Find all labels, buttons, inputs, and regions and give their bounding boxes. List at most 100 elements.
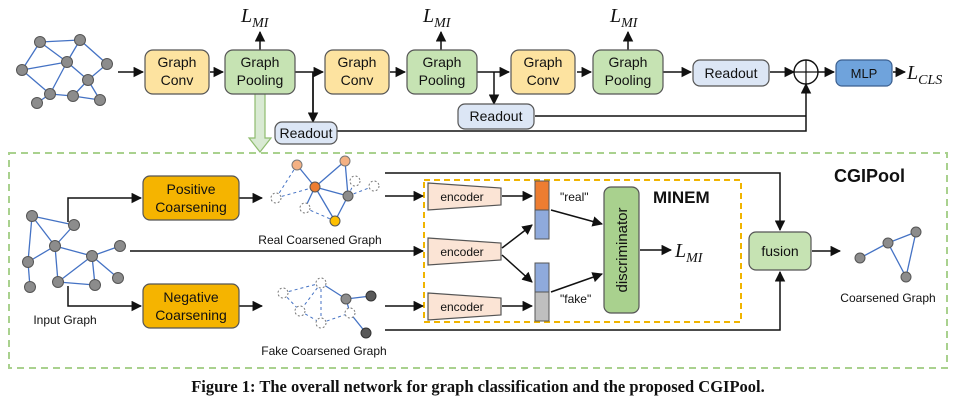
graph-edge [314, 160, 346, 188]
graph-node [112, 272, 124, 284]
graph-node [94, 94, 106, 106]
negative-coarsening: Negative Coarsening [142, 283, 240, 329]
fake-graph-label: Fake Coarsened Graph [261, 344, 386, 358]
positive-l1: Positive [166, 181, 215, 197]
graph-node [315, 317, 327, 329]
encoder-input: encoder [427, 237, 502, 266]
negative-l2: Coarsening [155, 307, 227, 323]
graph-edge [21, 69, 51, 95]
top-arrows [118, 30, 907, 132]
graph-node [291, 159, 303, 171]
loss-mi-bottom: LMI [674, 240, 704, 266]
graph-node [101, 58, 113, 70]
readout-2-label: Readout [470, 108, 523, 124]
graph-node [294, 305, 306, 317]
top-input-graph [16, 34, 113, 109]
graph-node [44, 88, 56, 100]
graph-edge [57, 281, 96, 286]
graph-edge [54, 245, 93, 257]
encoder-fake-label: encoder [440, 300, 483, 314]
positive-l2: Coarsening [155, 199, 227, 215]
graph-pooling-2-l1: Graph [423, 54, 462, 70]
graph-node [16, 64, 28, 76]
graph-node [309, 181, 321, 193]
graph-conv-2: Graph Conv [324, 49, 390, 95]
vector-real-pair [534, 180, 550, 240]
graph-node [86, 250, 98, 262]
graph-edge [27, 215, 33, 263]
encoder-fake: encoder [427, 292, 502, 321]
graph-node [315, 277, 327, 289]
graph-conv-1-l1: Graph [158, 54, 197, 70]
graph-pooling-2: Graph Pooling [406, 49, 478, 95]
graph-conv-3-l1: Graph [524, 54, 563, 70]
coarsened-graph-label: Coarsened Graph [840, 291, 935, 305]
graph-node [365, 290, 377, 302]
graph-pooling-2-l2: Pooling [419, 72, 466, 88]
graph-node [277, 287, 289, 299]
graph-edge [49, 61, 68, 95]
graph-edge [54, 245, 59, 283]
graph-node [340, 293, 352, 305]
negative-l1: Negative [163, 289, 218, 305]
graph-node [360, 327, 372, 339]
graph-pooling-3-l2: Pooling [605, 72, 652, 88]
vector-fake-pair [534, 262, 550, 322]
graph-edge [344, 160, 349, 197]
graph-node [344, 307, 356, 319]
cgipool-title: CGIPool [834, 166, 905, 186]
loss-mi-1: LMI [240, 5, 270, 31]
graph-edge [887, 242, 907, 278]
fusion-block: fusion [748, 231, 812, 271]
graph-edge [282, 282, 322, 294]
output-coarsened-graph [854, 226, 922, 283]
graph-pooling-1-l1: Graph [241, 54, 280, 70]
graph-node [882, 237, 894, 249]
graph-node [89, 279, 101, 291]
graph-edge [39, 39, 81, 43]
graph-node [34, 36, 46, 48]
graph-node [68, 219, 80, 231]
graph-pooling-1: Graph Pooling [224, 49, 296, 95]
graph-pooling-3: Graph Pooling [592, 49, 664, 95]
graph-node [49, 240, 61, 252]
encoder-input-label: encoder [440, 245, 483, 259]
fake-label: "fake" [560, 292, 591, 306]
graph-edge [347, 185, 375, 197]
graph-node [349, 175, 361, 187]
encoder-real-label: encoder [440, 190, 483, 204]
graph-conv-2-l2: Conv [341, 72, 374, 88]
graph-node [900, 271, 912, 283]
figure-caption: Figure 1: The overall network for graph … [191, 377, 765, 396]
expand-arrow [247, 91, 273, 153]
mlp-block: MLP [835, 59, 893, 87]
graph-node [114, 240, 126, 252]
mlp-label: MLP [851, 66, 878, 81]
graph-edge [275, 186, 316, 199]
graph-node [52, 276, 64, 288]
graph-conv-3: Graph Conv [510, 49, 576, 95]
graph-edge [57, 255, 93, 283]
graph-edge [314, 186, 349, 197]
graph-node [368, 180, 380, 192]
loss-mi-3: LMI [609, 5, 639, 31]
graph-conv-2-l1: Graph [338, 54, 377, 70]
bottom-arrows [67, 172, 842, 331]
graph-node [22, 256, 34, 268]
real-label: "real" [560, 190, 589, 204]
graph-pooling-1-l2: Pooling [237, 72, 284, 88]
graph-node [26, 210, 38, 222]
input-graph-label: Input Graph [33, 313, 96, 327]
positive-coarsening: Positive Coarsening [142, 175, 240, 221]
graph-node [67, 90, 79, 102]
cgipool-frame [8, 152, 948, 369]
graph-node [329, 215, 341, 227]
graph-node [339, 155, 351, 167]
graph-node [910, 226, 922, 238]
graph-edge [275, 164, 298, 199]
loss-mi-2: LMI [422, 5, 452, 31]
graph-conv-1-l2: Conv [161, 72, 194, 88]
graph-node [299, 202, 311, 214]
loss-cls: LCLS [906, 62, 942, 88]
